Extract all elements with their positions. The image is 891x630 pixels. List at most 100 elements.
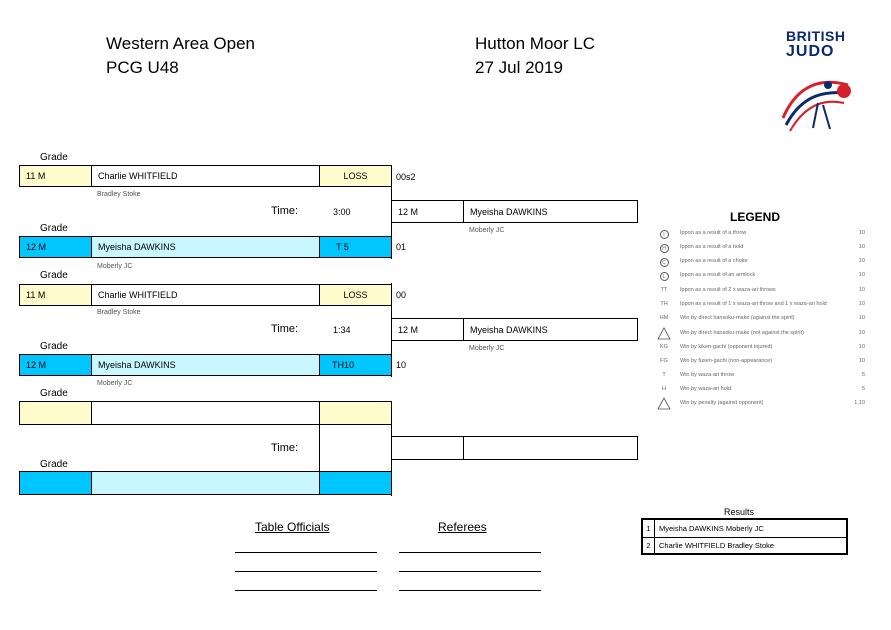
contest-time: 1:34 [333, 325, 351, 335]
results-name: Charlie WHITFIELD Bradley Stoke [659, 541, 775, 550]
referee-signature-line [399, 552, 541, 553]
legend-points: 10 [858, 272, 865, 278]
referees-heading: Referees [438, 520, 487, 534]
legend-row: I Ippon as a result of a throw 10 [655, 230, 865, 242]
white-club: Bradley Stoke [97, 191, 141, 198]
legend-points: 10 [858, 358, 865, 364]
legend-code: H [662, 386, 666, 392]
blue-extra: 01 [396, 242, 407, 252]
legend-row: Win by penalty (against opponent) 1,10 [655, 397, 865, 411]
legend-desc: Win by kiken-gachi (opponent injured) [680, 344, 773, 350]
legend-row: C Ippon as a result of a choke 10 [655, 258, 865, 270]
results-position: 2 [643, 538, 655, 554]
blue-name-empty [91, 471, 320, 495]
legend-code: I [659, 230, 669, 239]
legend-desc: Ippon as a result of a hold [680, 244, 744, 250]
legend-row: H Win by waza-ari hold 5 [655, 386, 865, 398]
legend-row: FG Win by fusen-gachi (non-appearance) 1… [655, 358, 865, 370]
results-title: Results [724, 507, 755, 517]
contest-time: 3:00 [333, 207, 351, 217]
blue-grade: 12 M [19, 236, 92, 258]
legend-points: 10 [858, 258, 865, 264]
british-judo-logo: BRITISH JUDO [778, 28, 858, 138]
legend-code: FG [660, 358, 668, 364]
results-table: 1 Myeisha DAWKINS Moberly JC 2 Charlie W… [641, 518, 848, 555]
triangle-icon [657, 327, 671, 340]
blue-score: T 5 [319, 236, 392, 258]
white-name: Charlie WHITFIELD [91, 284, 320, 306]
legend-row: TH Ippon as a result of 1 x waza-ari thr… [655, 301, 865, 313]
grade-label: Grade [40, 152, 68, 163]
winner-grade-empty [391, 436, 464, 460]
white-score-empty [319, 401, 392, 425]
white-extra: 00s2 [396, 172, 416, 182]
venue: Hutton Moor LC [475, 34, 595, 53]
winner-name: Myeisha DAWKINS [463, 200, 638, 223]
legend-code: KG [660, 344, 668, 350]
legend-code: TT [660, 287, 668, 293]
legend-desc: Ippon as a result of 1 x waza-ari throw … [680, 301, 827, 307]
results-row: 1 Myeisha DAWKINS Moberly JC [643, 520, 846, 538]
white-name-empty [91, 401, 320, 425]
white-grade: 11 M [19, 165, 92, 187]
legend-row: H Ippon as a result of a hold 10 [655, 244, 865, 256]
table-officials-heading: Table Officials [255, 520, 330, 534]
date: 27 Jul 2019 [475, 58, 563, 77]
blue-club: Moberly JC [97, 263, 133, 270]
legend-points: 10 [858, 230, 865, 236]
legend-points: 10 [858, 301, 865, 307]
legend-points: 10 [858, 330, 865, 336]
time-label: Time: [271, 442, 299, 454]
legend-points: 10 [858, 244, 865, 250]
legend-row: T Win by waza-ari throw 5 [655, 372, 865, 384]
blue-grade-empty [19, 471, 92, 495]
results-position: 1 [643, 520, 655, 537]
legend-desc: Ippon as a result of an armlock [680, 272, 756, 278]
winner-grade: 12 M [391, 200, 464, 223]
official-signature-line [235, 590, 377, 591]
event-title: Western Area Open [106, 34, 255, 53]
white-club: Bradley Stoke [97, 309, 141, 316]
white-extra: 00 [396, 290, 407, 300]
referee-signature-line [399, 590, 541, 591]
legend-desc: Win by waza-ari hold [680, 386, 732, 392]
legend-row: L Ippon as a result of an armlock 10 [655, 272, 865, 284]
legend-desc: Ippon as a result of a choke [680, 258, 748, 264]
blue-extra: 10 [396, 360, 407, 370]
legend-code: C [659, 258, 669, 267]
category-title: PCG U48 [106, 58, 179, 77]
legend-desc: Win by direct hansoku-make (against the … [680, 315, 795, 321]
judoka-logo-icon [781, 80, 851, 132]
grade-label: Grade [40, 223, 68, 234]
legend-code: L [659, 272, 669, 281]
legend-points: 5 [861, 372, 865, 378]
winner-name-empty [463, 436, 638, 460]
legend-row: Win by direct hansoku-make (not against … [655, 327, 865, 341]
legend-code: TH [660, 301, 668, 307]
white-grade-empty [19, 401, 92, 425]
grade-label: Grade [40, 270, 68, 281]
legend-points: 10 [858, 315, 865, 321]
blue-name: Myeisha DAWKINS [91, 354, 320, 376]
legend-row: KG Win by kiken-gachi (opponent injured)… [655, 344, 865, 356]
blue-grade: 12 M [19, 354, 92, 376]
white-score: LOSS [319, 284, 392, 306]
winner-grade: 12 M [391, 318, 464, 341]
legend-desc: Ippon as a result of 2 x waza-ari throws [680, 287, 776, 293]
official-signature-line [235, 552, 377, 553]
blue-club: Moberly JC [97, 380, 133, 387]
winner-club: Moberly JC [469, 227, 505, 234]
legend-row: HM Win by direct hansoku-make (against t… [655, 315, 865, 327]
blue-name: Myeisha DAWKINS [91, 236, 320, 258]
legend-points: 10 [858, 344, 865, 350]
legend-code: H [659, 244, 669, 253]
winner-name: Myeisha DAWKINS [463, 318, 638, 341]
white-name: Charlie WHITFIELD [91, 165, 320, 187]
grade-label: Grade [40, 341, 68, 352]
time-label: Time: [271, 323, 299, 335]
legend-desc: Win by direct hansoku-make (not against … [680, 330, 804, 336]
legend-code: T [662, 372, 666, 378]
legend-desc: Ippon as a result of a throw [680, 230, 747, 236]
grade-label: Grade [40, 388, 68, 399]
results-row: 2 Charlie WHITFIELD Bradley Stoke [643, 538, 846, 554]
